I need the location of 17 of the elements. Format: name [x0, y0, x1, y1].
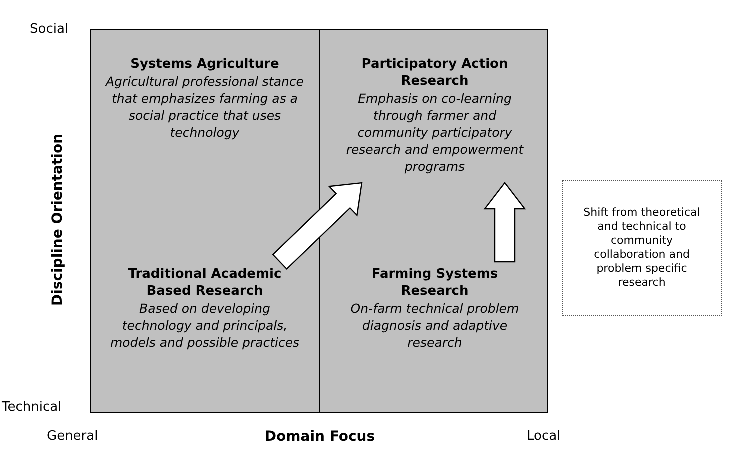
- quadrant-description: On-farm technical problem diagnosis and adaptive research: [350, 300, 520, 351]
- axis-end-label: Technical: [2, 400, 62, 415]
- axis-title: Discipline Orientation: [50, 134, 66, 306]
- quadrant-description: Emphasis on co-learning through farmer and community participatory research and empowerment programs: [345, 90, 525, 175]
- quadrant-description: Based on developing technology and principals, models and possible practices: [109, 300, 301, 351]
- quadrant-heading: Participatory Action Research: [360, 56, 510, 90]
- axis-end-label: Local: [527, 429, 561, 444]
- block-arrow: [484, 182, 526, 263]
- axis-end-label: Social: [30, 22, 69, 37]
- quadrant-heading: Traditional Academic Based Research: [127, 266, 283, 300]
- block-arrow: [272, 182, 363, 270]
- note-box: Shift from theoretical and technical to community collaboration and problem specific research: [562, 180, 722, 316]
- axis-end-label: General: [47, 429, 98, 444]
- quadrant-heading: Farming Systems Research: [370, 266, 500, 300]
- quadrant-heading: Systems Agriculture: [130, 56, 280, 73]
- quadrant-description: Agricultural professional stance that emphasizes farming as a social practice that uses technology: [105, 73, 305, 141]
- axis-title: Domain Focus: [264, 429, 376, 445]
